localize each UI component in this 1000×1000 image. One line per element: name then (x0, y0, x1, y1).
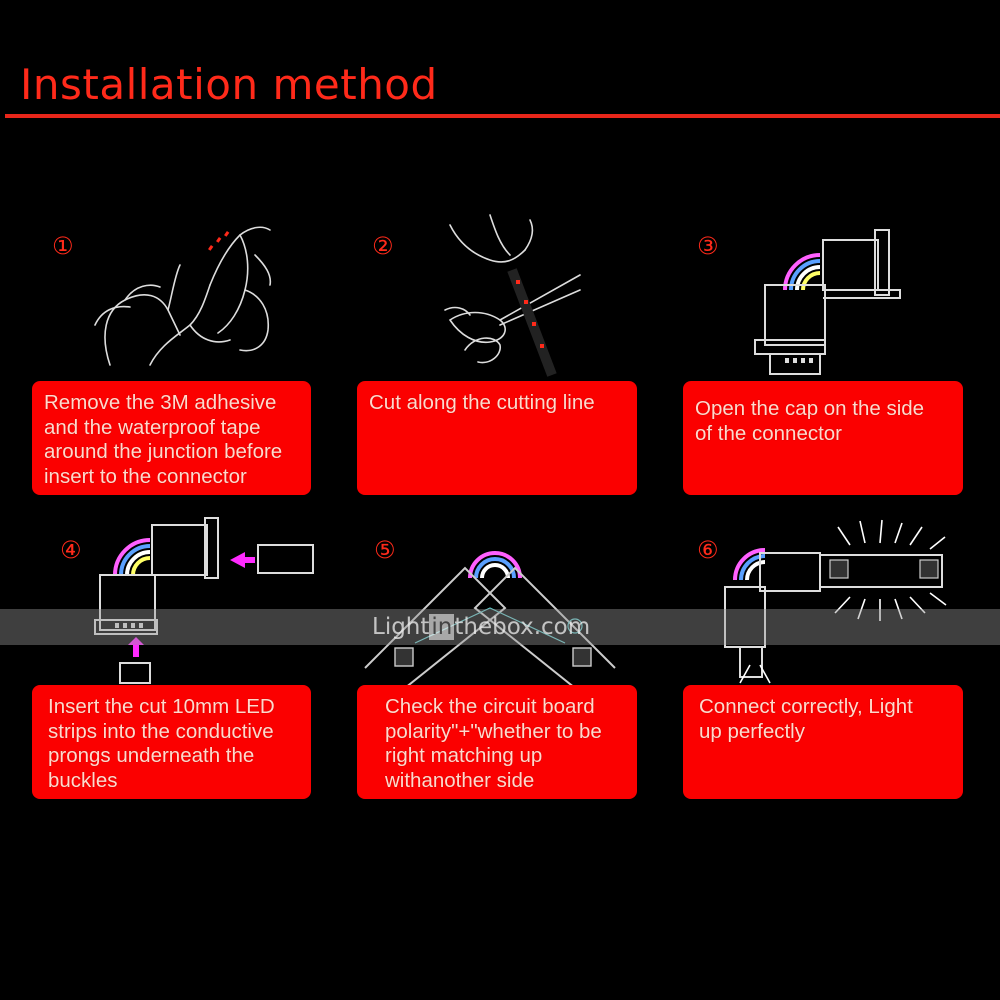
step-5-number: ⑤ (374, 536, 396, 564)
strip-lit-illustration (724, 519, 947, 684)
polarity-check-illustration (364, 551, 616, 688)
scissors-cutting-illustration (444, 214, 581, 377)
hands-peeling-tape-illustration (94, 226, 272, 366)
step-1-number: ① (52, 232, 74, 260)
l-connector-open-illustration (754, 229, 901, 375)
step-3-number: ③ (697, 232, 719, 260)
insert-strip-illustration (94, 517, 314, 684)
watermark: Lightinthebox.com (372, 614, 591, 640)
step-2-number: ② (372, 232, 394, 260)
page-title: Installation method (20, 60, 438, 109)
watermark-band (0, 609, 1000, 645)
title-underline (5, 114, 1000, 118)
step-6-number: ⑥ (697, 536, 719, 564)
step-2-caption: Cut along the cutting line (357, 381, 637, 495)
step-4-number: ④ (60, 536, 82, 564)
